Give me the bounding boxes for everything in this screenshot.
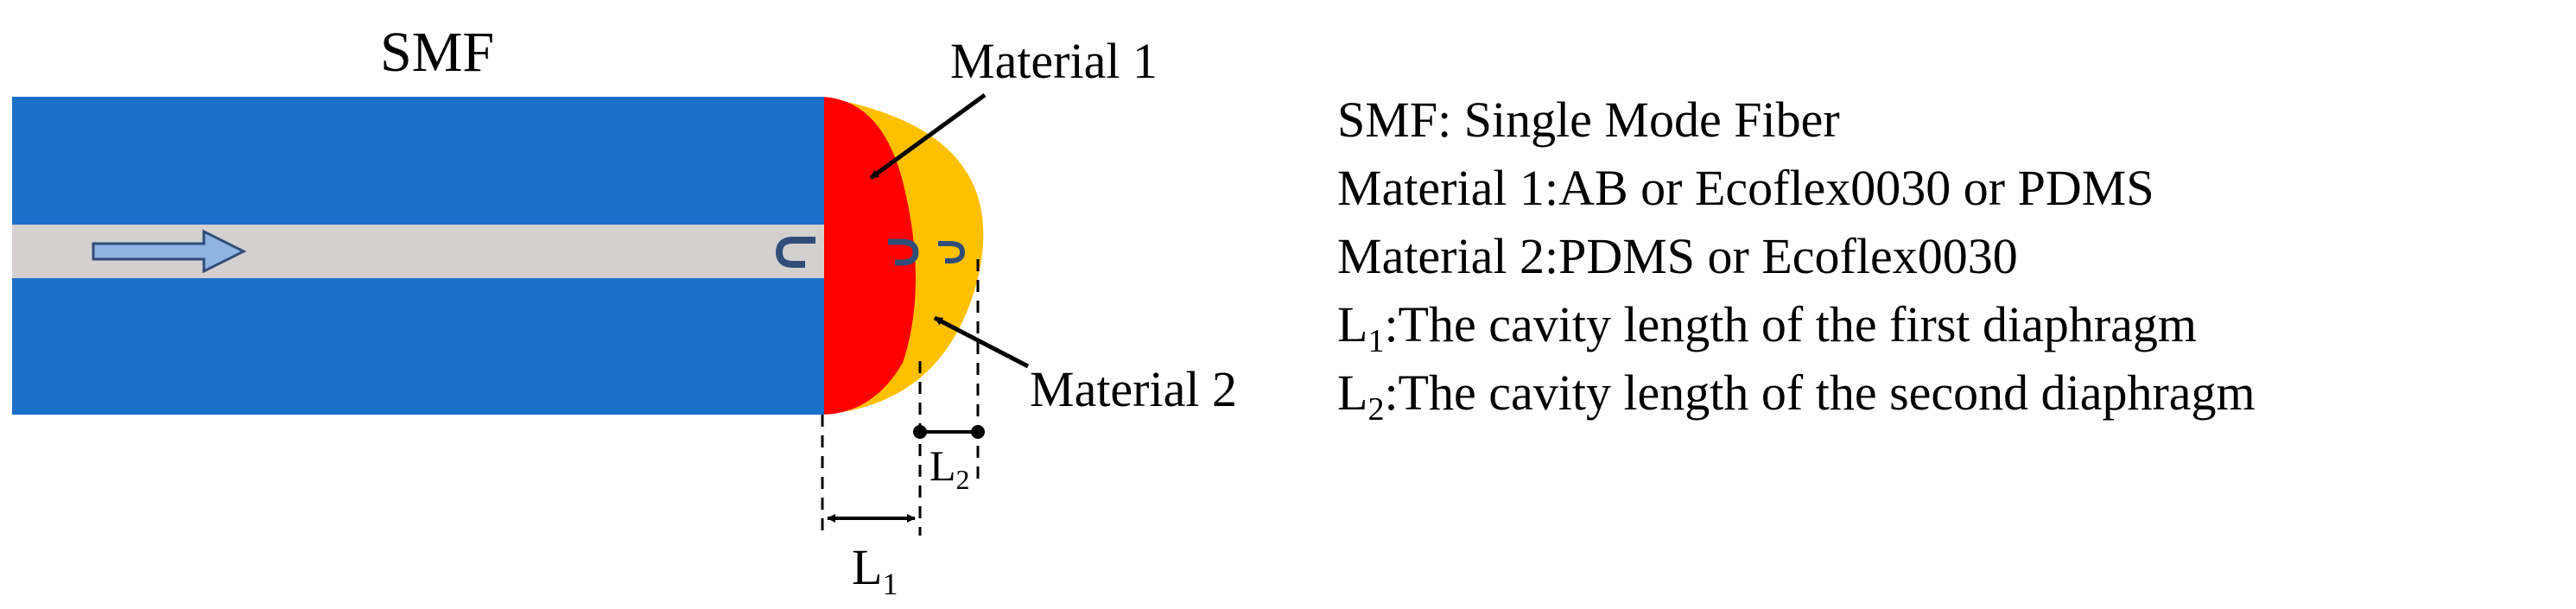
material1-region: [821, 97, 916, 415]
legend-line-smf: SMF: Single Mode Fiber: [1337, 92, 1840, 148]
legend: SMF: Single Mode Fiber Material 1:AB or …: [1337, 92, 2256, 428]
legend-line-material1: Material 1:AB or Ecoflex0030 or PDMS: [1337, 160, 2154, 216]
material2-label: Material 2: [1030, 361, 1237, 417]
material2-pointer: [933, 315, 1030, 369]
l2-endpoint-left: [913, 425, 927, 439]
reflection-arrow-2: [888, 238, 919, 266]
legend-line-material2: Material 2:PDMS or Ecoflex0030: [1337, 228, 2018, 284]
legend-line-l1: L1:The cavity length of the first diaphr…: [1337, 296, 2197, 359]
light-arrow: [92, 229, 247, 274]
reflection-arrow-1: [775, 237, 815, 268]
l2-endpoint-right: [971, 425, 985, 439]
fiber-label: SMF: [380, 21, 494, 84]
l1-label: L1: [852, 539, 898, 601]
l2-label: L2: [930, 441, 970, 495]
material1-label: Material 1: [950, 33, 1158, 89]
reflection-arrow-3: [938, 241, 966, 263]
legend-line-l2: L2:The cavity length of the second diaph…: [1337, 365, 2256, 428]
material1-pointer: [869, 92, 987, 181]
